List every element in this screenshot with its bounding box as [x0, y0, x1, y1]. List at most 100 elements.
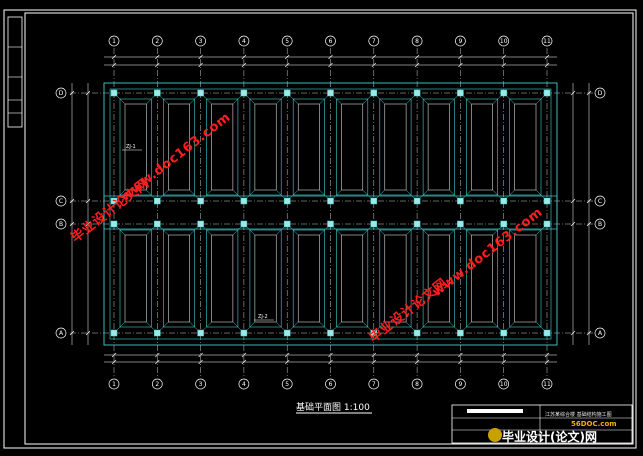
column-pad: [154, 220, 161, 228]
axis-bubble-label: 4: [242, 381, 246, 388]
axis-bubble-label: 9: [458, 38, 462, 45]
dimension-tick: [501, 62, 506, 68]
dimension-tick: [241, 359, 247, 365]
dimension-tick: [328, 352, 333, 358]
footing-middle-strip: [103, 195, 558, 230]
dimension-tick: [414, 359, 420, 365]
dimension-tick: [155, 359, 160, 365]
axis-bubble-label: 6: [329, 381, 333, 388]
footing-bay: [416, 92, 461, 202]
column-pad: [283, 89, 291, 97]
footing-bay: [373, 92, 418, 202]
dimension-tick: [85, 198, 91, 204]
axis-bubble-row: B: [55, 218, 67, 230]
axis-bubble-row: A: [594, 327, 606, 339]
column-pad: [240, 89, 248, 97]
axis-bubble-label: A: [59, 330, 64, 337]
column-pad: [283, 197, 291, 205]
axis-bubble-col: 10: [498, 35, 510, 47]
axis-bubble-label: 7: [372, 38, 376, 45]
column-pad: [110, 197, 118, 205]
axis-bubble-col: 9: [455, 378, 466, 390]
footing-bay: [200, 92, 245, 202]
dimension-lines: [69, 54, 592, 365]
footing-bay: [200, 223, 245, 334]
axis-bubble-label: 3: [199, 38, 203, 45]
dimension-tick: [586, 330, 592, 336]
axis-bubble-col: 2: [151, 378, 163, 390]
column-pad: [197, 89, 204, 97]
dimension-tick: [586, 90, 592, 96]
axis-bubble-col: 1: [108, 35, 120, 47]
axis-bubble-col: 7: [368, 378, 380, 390]
dimension-tick: [414, 54, 420, 60]
footing-bay: [503, 92, 548, 202]
dimension-tick: [111, 352, 117, 358]
column-pad: [197, 197, 204, 205]
axis-bubble-col: 10: [498, 378, 510, 390]
dimension-tick: [570, 198, 576, 204]
axis-bubble-label: 8: [415, 38, 419, 45]
title-block: [451, 404, 633, 444]
column-pad: [457, 89, 464, 97]
dimension-tick: [111, 62, 117, 68]
column-pad: [327, 89, 334, 97]
axis-bubble-col: 3: [195, 378, 206, 390]
column-pad: [327, 220, 334, 228]
axis-bubble-col: 11: [541, 378, 553, 390]
column-pad: [240, 329, 248, 337]
dimension-tick: [69, 330, 75, 336]
footing-bay: [287, 92, 331, 202]
column-pad: [110, 89, 118, 97]
column-pad: [154, 197, 161, 205]
footing-tag-label: ZJ-2: [258, 314, 268, 320]
footing-tag: ZJ-2: [254, 314, 274, 321]
column-pad: [413, 329, 421, 337]
column-pad: [413, 220, 421, 228]
corner-brand: 毕业设计(论文)网: [502, 430, 597, 444]
column-pad: [327, 197, 334, 205]
axis-bubble-label: 11: [543, 381, 551, 388]
dimension-tick: [371, 62, 377, 68]
dimension-tick: [198, 359, 203, 365]
dimension-tick: [458, 359, 463, 365]
dimension-tick: [241, 352, 247, 358]
dimension-tick: [371, 352, 377, 358]
drawing-title: 基础平面图 1:100: [296, 403, 370, 413]
column-pad: [543, 89, 551, 97]
dimension-tick: [371, 359, 377, 365]
axis-bubble-col: 6: [325, 378, 336, 390]
axis-bubble-col: 7: [368, 35, 380, 47]
axis-bubble-label: 5: [285, 38, 289, 45]
column-pad: [110, 220, 118, 228]
dimension-tick: [544, 62, 550, 68]
dimension-tick: [501, 54, 506, 60]
dimension-tick: [458, 62, 463, 68]
axis-bubble-label: 2: [155, 38, 159, 45]
dimension-tick: [328, 54, 333, 60]
dimension-tick: [241, 54, 247, 60]
outer-frame: [3, 9, 637, 449]
dimension-tick: [544, 54, 550, 60]
dimension-tick: [241, 62, 247, 68]
axis-bubble-col: 5: [281, 378, 293, 390]
dimension-tick: [198, 62, 203, 68]
axis-bubble-label: C: [598, 198, 602, 205]
axis-bubble-label: 5: [285, 381, 289, 388]
dimension-tick: [284, 62, 290, 68]
axis-bubble-row: C: [594, 195, 606, 207]
inner-frame: [24, 12, 634, 445]
axis-bubble-label: 3: [199, 381, 203, 388]
axis-bubble-label: 10: [500, 38, 508, 45]
axis-bubble-col: 8: [411, 35, 423, 47]
axis-bubble-col: 3: [195, 35, 206, 47]
dimension-tick: [544, 359, 550, 365]
title-block-text: 江苏某综合楼 基础结构施工图: [545, 412, 612, 418]
column-pad: [240, 197, 248, 205]
axis-bubble-col: 8: [411, 378, 423, 390]
axis-bubble-label: 2: [155, 381, 159, 388]
dimension-tick: [328, 359, 333, 365]
axis-bubble-label: 7: [372, 381, 376, 388]
dimension-tick: [586, 221, 592, 227]
